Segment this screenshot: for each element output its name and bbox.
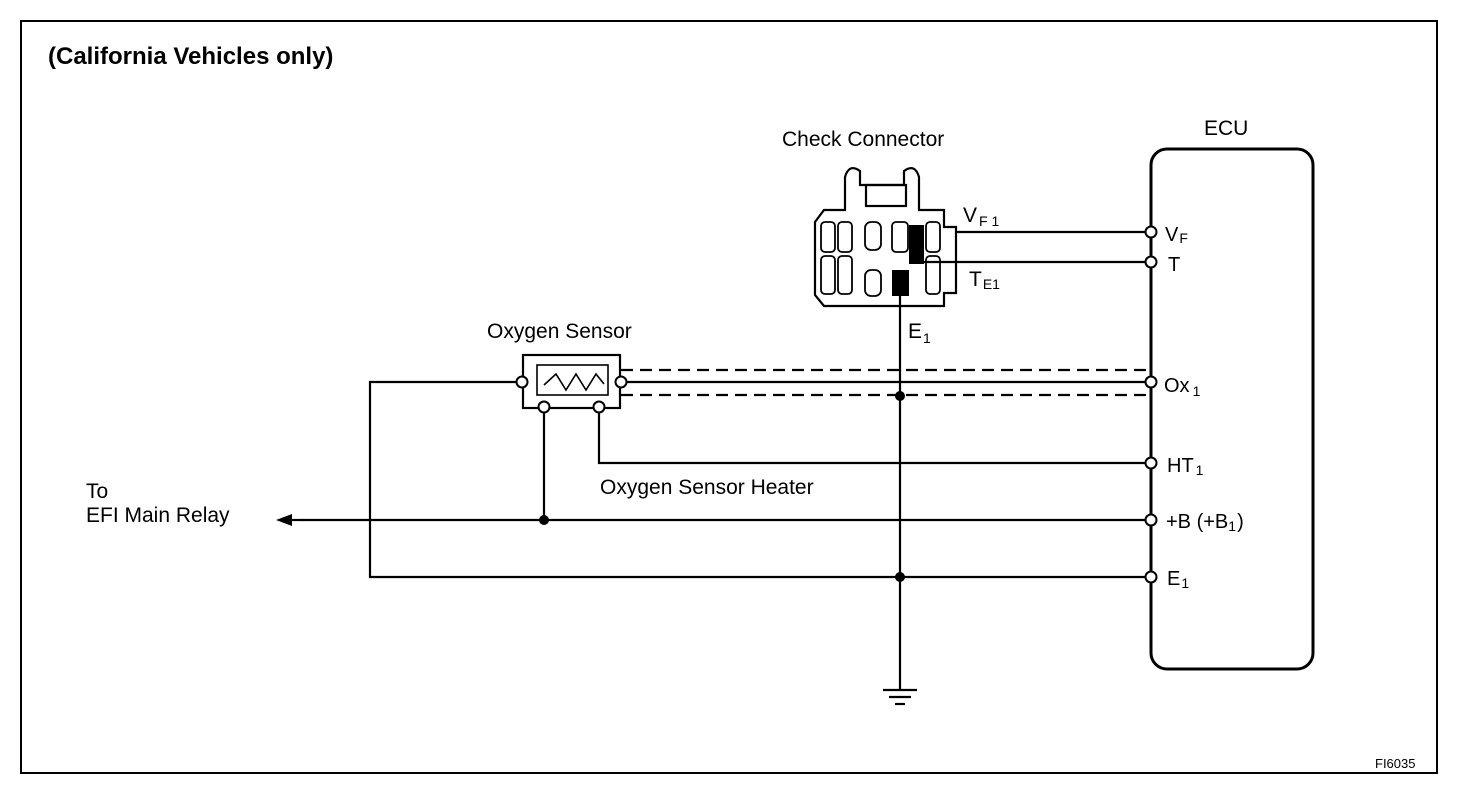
relay-label-line1: To (86, 480, 108, 503)
ecu-terminal-b (1144, 513, 1158, 527)
ecu-terminal-ox1 (1144, 375, 1158, 389)
wires (300, 230, 1151, 690)
figure-code: FI6035 (1375, 756, 1415, 771)
ecu-label-b: +B (+B1) (1166, 511, 1244, 534)
pin-label-e1: E1 (908, 320, 931, 346)
diagram-frame (20, 20, 1438, 774)
oxygen-sensor (515, 353, 628, 414)
junction-dot (539, 515, 549, 525)
ecu-label-vf: VF (1165, 224, 1188, 246)
junction-dot (895, 391, 905, 401)
heater-resistor-icon (543, 372, 605, 392)
ecu-terminal-vf (1144, 225, 1158, 239)
oxygen-sensor-heater-label: Oxygen Sensor Heater (600, 476, 814, 499)
ecu-terminal-e1 (1144, 570, 1158, 584)
junction-dot (895, 572, 905, 582)
ground-icon (883, 688, 917, 706)
ecu-terminal-t (1144, 255, 1158, 269)
ecu-box (1149, 147, 1315, 671)
ecu-label-t: T (1168, 254, 1180, 276)
diagram-title: (California Vehicles only) (48, 43, 333, 70)
oxygen-sensor-label: Oxygen Sensor (487, 320, 632, 343)
check-connector-label: Check Connector (782, 128, 944, 151)
ecu-label-e1: E1 (1167, 568, 1189, 591)
check-connector (813, 167, 958, 308)
pin-label-te1: TE1 (969, 268, 1000, 292)
relay-label-line2: EFI Main Relay (86, 504, 230, 527)
ecu-terminal-ht1 (1144, 456, 1158, 470)
ecu-label: ECU (1204, 117, 1248, 140)
